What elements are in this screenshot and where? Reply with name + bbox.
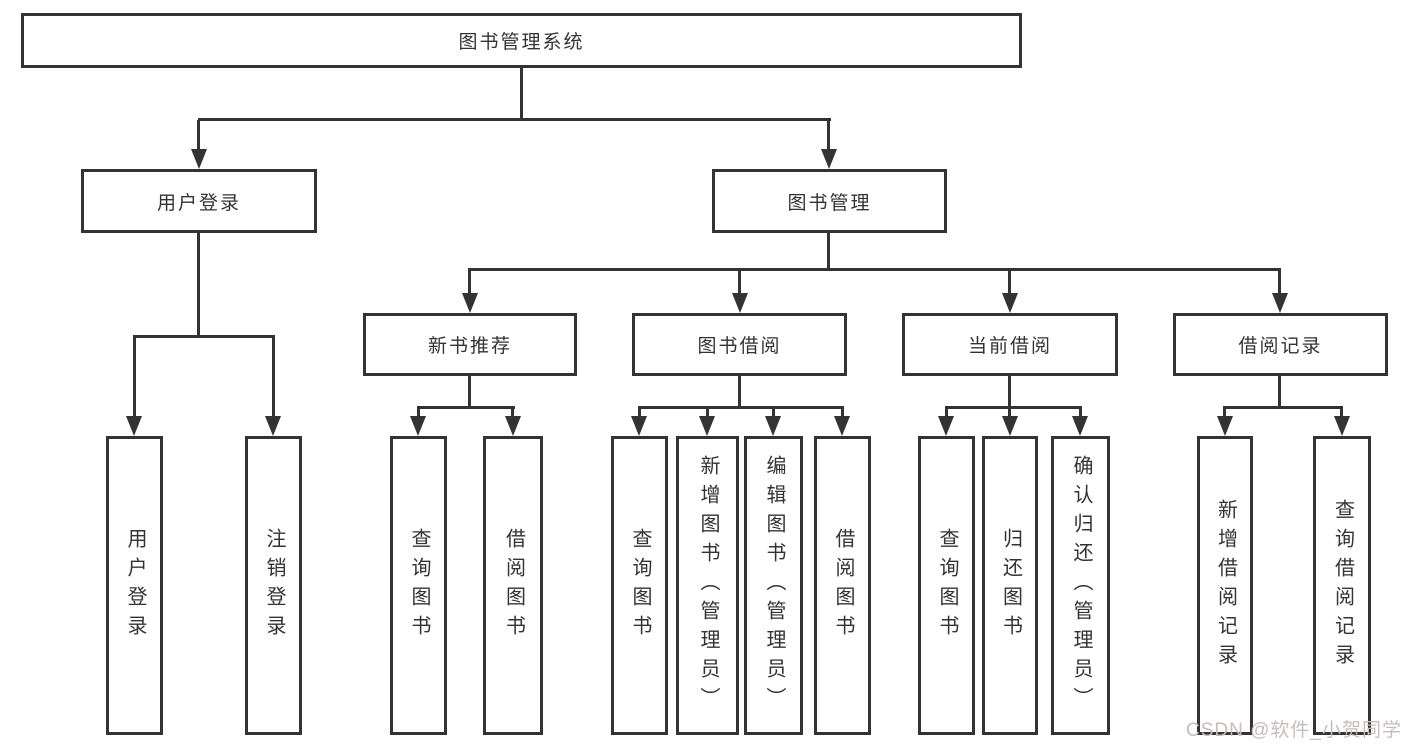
connector-line bbox=[468, 268, 1281, 271]
arrow-down-icon bbox=[765, 416, 781, 436]
connector-line bbox=[827, 120, 830, 150]
leaf-user-login: 用户登录 bbox=[106, 436, 163, 735]
connector-line bbox=[198, 118, 831, 121]
leaf-borrow-books-recommend: 借阅图书 bbox=[483, 436, 543, 735]
connector-line bbox=[511, 408, 514, 420]
connector-line bbox=[945, 408, 948, 420]
leaf-user-login-label: 用户登录 bbox=[124, 527, 146, 644]
node-new-book-recommend: 新书推荐 bbox=[363, 313, 577, 376]
connector-line bbox=[638, 406, 844, 409]
connector-line bbox=[841, 408, 844, 420]
arrow-down-icon bbox=[821, 149, 837, 169]
leaf-borrow-books-borrowing-label: 借阅图书 bbox=[832, 527, 854, 644]
arrow-down-icon bbox=[1072, 416, 1088, 436]
arrow-down-icon bbox=[732, 293, 748, 313]
arrow-down-icon bbox=[265, 416, 281, 436]
node-borrowing-records-label: 借阅记录 bbox=[1238, 336, 1323, 357]
arrow-down-icon bbox=[699, 416, 715, 436]
leaf-query-books-current: 查询图书 bbox=[918, 436, 975, 735]
connector-line bbox=[1340, 408, 1343, 420]
connector-line bbox=[133, 335, 275, 338]
arrow-down-icon bbox=[938, 416, 954, 436]
leaf-query-books-recommend-label: 查询图书 bbox=[408, 527, 430, 644]
leaf-logout: 注销登录 bbox=[245, 436, 302, 735]
leaf-query-books-current-label: 查询图书 bbox=[936, 527, 958, 644]
node-book-management: 图书管理 bbox=[712, 169, 947, 233]
connector-line bbox=[1008, 376, 1011, 409]
arrow-down-icon bbox=[1002, 293, 1018, 313]
node-book-borrowing-label: 图书借阅 bbox=[697, 336, 782, 357]
node-current-borrowing-label: 当前借阅 bbox=[967, 336, 1052, 357]
leaf-return-book: 归还图书 bbox=[982, 436, 1038, 735]
connector-line bbox=[272, 337, 275, 417]
connector-line bbox=[417, 408, 420, 420]
leaf-logout-label: 注销登录 bbox=[263, 527, 285, 644]
node-book-borrowing: 图书借阅 bbox=[632, 313, 847, 376]
leaf-confirm-return-admin-label: 确认归还（管理员） bbox=[1070, 455, 1092, 716]
leaf-edit-book-admin: 编辑图书（管理员） bbox=[744, 436, 803, 735]
connector-line bbox=[1278, 270, 1281, 294]
leaf-confirm-return-admin: 确认归还（管理员） bbox=[1051, 436, 1110, 735]
arrow-down-icon bbox=[505, 416, 521, 436]
arrow-down-icon bbox=[834, 416, 850, 436]
arrow-down-icon bbox=[191, 149, 207, 169]
node-current-borrowing: 当前借阅 bbox=[902, 313, 1118, 376]
connector-line bbox=[827, 233, 830, 270]
connector-line bbox=[1079, 408, 1082, 420]
connector-line bbox=[1278, 376, 1281, 409]
connector-line bbox=[738, 376, 741, 409]
node-root: 图书管理系统 bbox=[21, 13, 1022, 68]
connector-line bbox=[1223, 406, 1343, 409]
connector-line bbox=[945, 406, 1082, 409]
leaf-query-borrow-record: 查询借阅记录 bbox=[1313, 436, 1371, 735]
connector-line bbox=[133, 337, 136, 417]
leaf-add-book-admin: 新增图书（管理员） bbox=[676, 436, 739, 735]
node-user-login-label: 用户登录 bbox=[156, 192, 241, 214]
connector-line bbox=[706, 408, 709, 420]
leaf-add-borrow-record: 新增借阅记录 bbox=[1197, 436, 1253, 735]
connector-line bbox=[1223, 408, 1226, 420]
connector-line bbox=[1008, 408, 1011, 420]
arrow-down-icon bbox=[1334, 416, 1350, 436]
leaf-query-borrow-record-label: 查询借阅记录 bbox=[1331, 498, 1354, 673]
connector-line bbox=[772, 408, 775, 420]
leaf-borrow-books-borrowing: 借阅图书 bbox=[814, 436, 871, 735]
connector-line bbox=[468, 376, 471, 409]
leaf-edit-book-admin-label: 编辑图书（管理员） bbox=[763, 455, 785, 716]
node-borrowing-records: 借阅记录 bbox=[1173, 313, 1388, 376]
arrow-down-icon bbox=[1272, 293, 1288, 313]
connector-line bbox=[738, 270, 741, 294]
connector-line bbox=[197, 233, 200, 337]
connector-line bbox=[638, 408, 641, 420]
connector-line bbox=[197, 120, 200, 150]
node-user-login: 用户登录 bbox=[81, 169, 317, 233]
connector-line bbox=[468, 270, 471, 294]
node-root-label: 图书管理系统 bbox=[458, 32, 585, 53]
leaf-add-borrow-record-label: 新增借阅记录 bbox=[1214, 498, 1237, 673]
arrow-down-icon bbox=[462, 293, 478, 313]
connector-line bbox=[417, 406, 515, 409]
leaf-query-books-recommend: 查询图书 bbox=[390, 436, 447, 735]
arrow-down-icon bbox=[631, 416, 647, 436]
connector-line bbox=[1008, 270, 1011, 294]
arrow-down-icon bbox=[1002, 416, 1018, 436]
arrow-down-icon bbox=[410, 416, 426, 436]
leaf-query-books-borrowing-label: 查询图书 bbox=[629, 527, 651, 644]
watermark: CSDN @软件_小贺同学 bbox=[1186, 720, 1402, 741]
arrow-down-icon bbox=[126, 416, 142, 436]
arrow-down-icon bbox=[1217, 416, 1233, 436]
node-book-management-label: 图书管理 bbox=[787, 192, 872, 214]
leaf-query-books-borrowing: 查询图书 bbox=[611, 436, 668, 735]
leaf-add-book-admin-label: 新增图书（管理员） bbox=[697, 455, 719, 716]
leaf-borrow-books-recommend-label: 借阅图书 bbox=[502, 527, 525, 644]
leaf-return-book-label: 归还图书 bbox=[999, 527, 1022, 644]
node-new-book-recommend-label: 新书推荐 bbox=[427, 336, 512, 357]
connector-line bbox=[520, 68, 523, 119]
